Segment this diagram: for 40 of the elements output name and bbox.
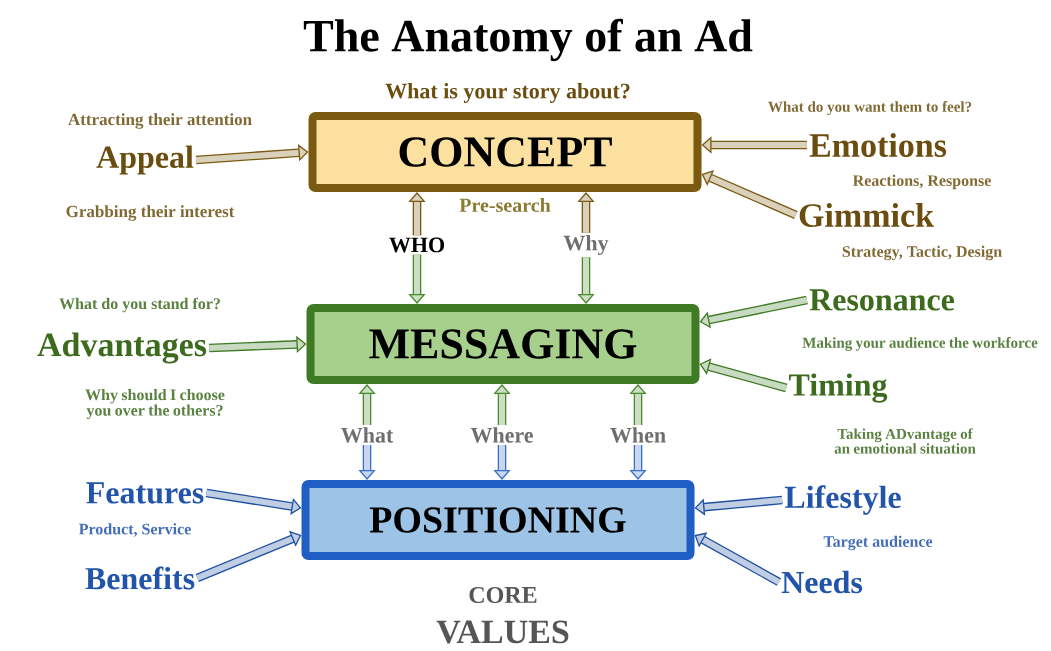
heading-text: Benefits [85,566,195,590]
heading-text: Appeal [96,145,194,175]
caption-text: Target audience [823,535,933,551]
concept-box: CONCEPT [308,112,702,192]
label-text: VALUES [436,620,569,644]
heading-text: Lifestyle [784,485,901,515]
arrow [195,144,309,165]
heading-text: Emotions [809,133,947,157]
question-word: When [610,427,666,443]
arrow [195,530,302,582]
heading-text: Advantages [37,332,207,364]
heading-text: Needs [781,570,863,594]
arrow [694,532,782,586]
title: The Anatomy of an Ad [303,18,753,62]
caption-text: Reactions, Response [852,174,991,190]
question-word: WHO [389,237,445,253]
label-text: CORE [469,586,537,604]
caption-text: What do you want them to feel? [768,101,972,115]
arrow [205,488,302,515]
caption-text: What do you stand for? [59,297,220,313]
caption-text: Grabbing their interest [66,205,235,221]
caption-text: Why should I choose you over the others? [85,388,225,420]
positioning-box: POSITIONING [301,480,695,560]
question-word: Why [563,235,609,255]
arrow [694,495,783,516]
heading-text: Features [86,482,204,504]
caption-text: Product, Service [79,523,191,537]
question-word: Where [470,427,533,443]
caption-text: Attracting their attention [68,113,252,129]
heading-text: Timing [789,373,888,403]
arrow [699,295,808,329]
question-word: What [341,427,394,443]
arrow [699,358,788,393]
caption-text: Making your audience the workforce [802,337,1038,351]
heading-text: Gimmick [799,203,934,227]
arrow [701,170,798,219]
messaging-box: MESSAGING [306,304,700,384]
caption-text: Strategy, Tactic, Design [842,245,1002,261]
heading-text: Resonance [809,289,955,311]
caption-text: Taking ADvantage of an emotional situation [834,428,976,454]
